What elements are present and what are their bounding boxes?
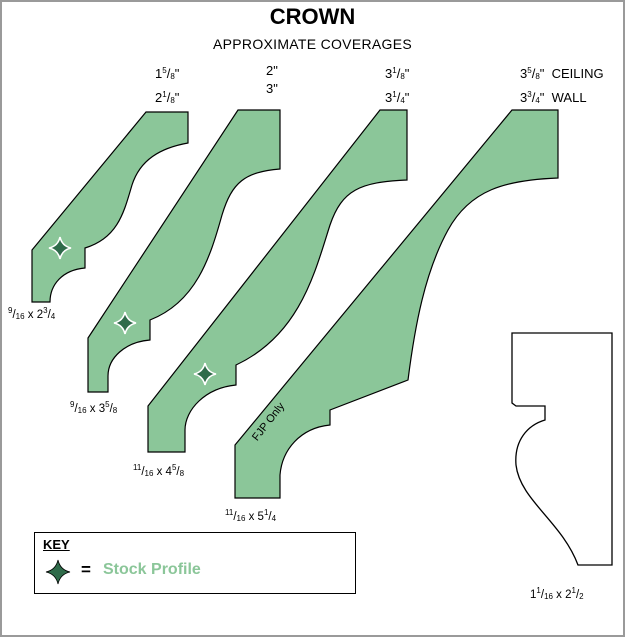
coverage-2-ceiling: 2"	[266, 63, 278, 78]
page-subtitle: APPROXIMATE COVERAGES	[213, 36, 412, 52]
wall-label: WALL	[551, 90, 587, 105]
coverage-1: 15/8" 21/8"	[155, 62, 179, 110]
crown-profile-2	[87, 109, 281, 393]
stock-star-icon	[45, 559, 71, 585]
coverage-4: 35/8" CEILING 33/4" WALL	[520, 62, 604, 110]
coverage-1-wall: 21/8"	[155, 90, 180, 105]
coverage-3-wall: 31/4"	[385, 90, 410, 105]
crown-profile-3	[147, 109, 408, 453]
coverage-3: 31/8" 31/4"	[385, 62, 409, 110]
key-title: KEY	[43, 537, 70, 552]
profile-5-dimension: 11/16 x 21/2	[530, 586, 584, 601]
coverage-4-ceiling: 35/8" CEILING	[520, 66, 604, 81]
key-equals: =	[81, 560, 91, 579]
profile-2-dimension: 9/16 x 35/8	[70, 400, 118, 415]
coverage-3-ceiling: 31/8"	[385, 66, 410, 81]
key-stock-profile-label: Stock Profile	[103, 561, 201, 578]
profile-1-dimension: 9/16 x 23/4	[8, 306, 56, 321]
page-title: CROWN	[269, 4, 356, 29]
coverage-2: 2" 3"	[266, 62, 278, 98]
ceiling-label: CEILING	[551, 66, 604, 81]
key-legend: KEY = Stock Profile	[34, 532, 356, 594]
crown-profile-1	[31, 111, 189, 303]
profile-3-dimension: 11/16 x 45/8	[133, 463, 185, 478]
coverage-1-ceiling: 15/8"	[155, 66, 180, 81]
coverage-4-wall: 33/4" WALL	[520, 90, 587, 105]
profile-4-dimension: 11/16 x 51/4	[225, 508, 277, 523]
coverage-2-wall: 3"	[266, 81, 278, 96]
crown-profile-5	[511, 332, 613, 566]
crown-profile-4	[234, 109, 559, 499]
